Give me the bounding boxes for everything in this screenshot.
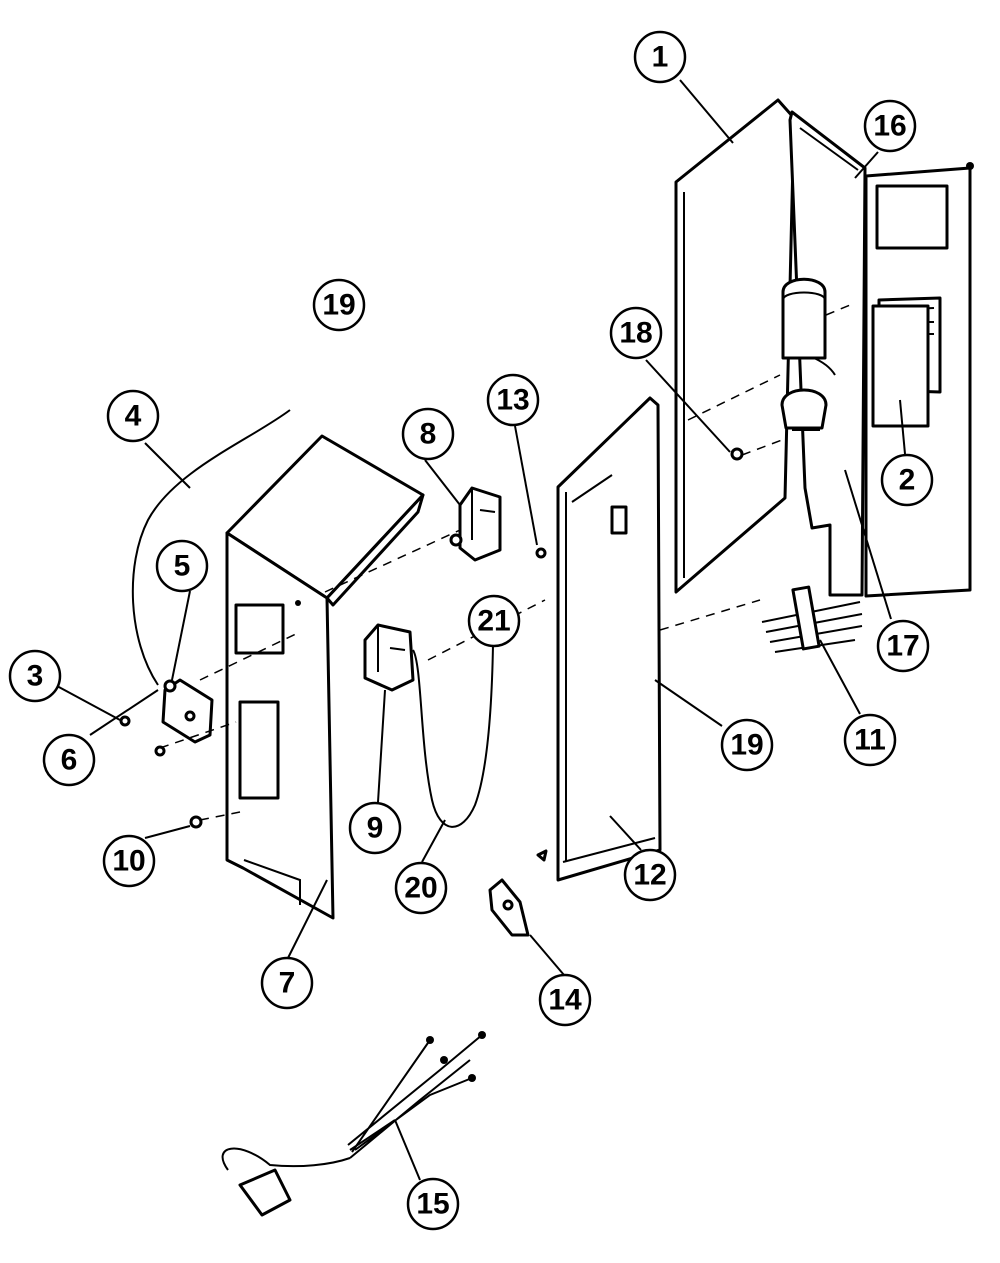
callout-17-label: 17 [886,630,919,663]
callout-11: 11 [843,713,897,767]
callout-14-label: 14 [548,984,582,1017]
callout-9-label: 9 [367,812,384,845]
callout-8-label: 8 [420,418,437,451]
part-8-relay [449,486,502,562]
part-12-door-panel [536,396,662,882]
callout-3-label: 3 [27,660,44,693]
callout-21-label: 21 [477,605,510,638]
part-10-screw [189,815,203,829]
callout-12-label: 12 [633,859,666,892]
part-5-bracket [161,678,214,744]
callout-7: 7 [260,956,314,1010]
callout-4: 4 [106,389,160,443]
part-2-control-panel [864,162,974,598]
part-9-switch [363,623,415,692]
part-18-screw [730,447,744,461]
callout-13-label: 13 [496,384,529,417]
callout-13: 13 [486,373,540,427]
part-11-harness [761,585,863,653]
callout-12: 12 [623,848,677,902]
part-3-screw [119,715,131,727]
callout-14: 14 [538,973,592,1027]
callout-9: 9 [348,801,402,855]
callout-10: 10 [102,834,156,888]
part-15-cord [221,1031,486,1217]
callout-1-label: 1 [652,41,669,74]
callout-5: 5 [155,539,209,593]
callout-20-label: 20 [404,872,437,905]
callout-18: 18 [609,306,663,360]
part-4-wire [131,409,291,686]
callout-2: 2 [880,453,934,507]
callout-1: 1 [633,30,687,84]
part-7-cabinet [225,434,425,920]
callout-10-label: 10 [112,845,145,878]
callout-6: 6 [42,733,96,787]
part-13-screw [535,547,547,559]
callout-21: 21 [467,594,521,648]
part-16-component [781,277,827,360]
callout-2-label: 2 [899,464,916,497]
callout-20: 20 [394,861,448,915]
part-14-bracket [488,878,530,937]
callout-18-label: 18 [619,317,652,350]
callout-17: 17 [876,619,930,673]
leader-lines [56,79,906,1181]
callout-3: 3 [8,649,62,703]
part-20-21-wire [412,644,494,828]
callout-15-label: 15 [416,1188,449,1221]
callout-16-label: 16 [873,110,906,143]
callout-19-right: 19 [720,718,774,772]
callout-11-label: 11 [854,724,886,757]
callout-19-top: 19 [312,278,366,332]
callout-7-label: 7 [279,967,296,1000]
callout-15: 15 [406,1177,460,1231]
callout-19-top-label: 19 [322,289,355,322]
callout-5-label: 5 [174,550,191,583]
callout-6-label: 6 [61,744,78,777]
part-1-back-panel [674,98,867,597]
callout-16: 16 [863,99,917,153]
callout-19-right-label: 19 [730,729,763,762]
callout-4-label: 4 [125,400,142,433]
part-6-screw [154,745,166,757]
part-17-component [780,388,828,431]
callout-8: 8 [401,407,455,461]
